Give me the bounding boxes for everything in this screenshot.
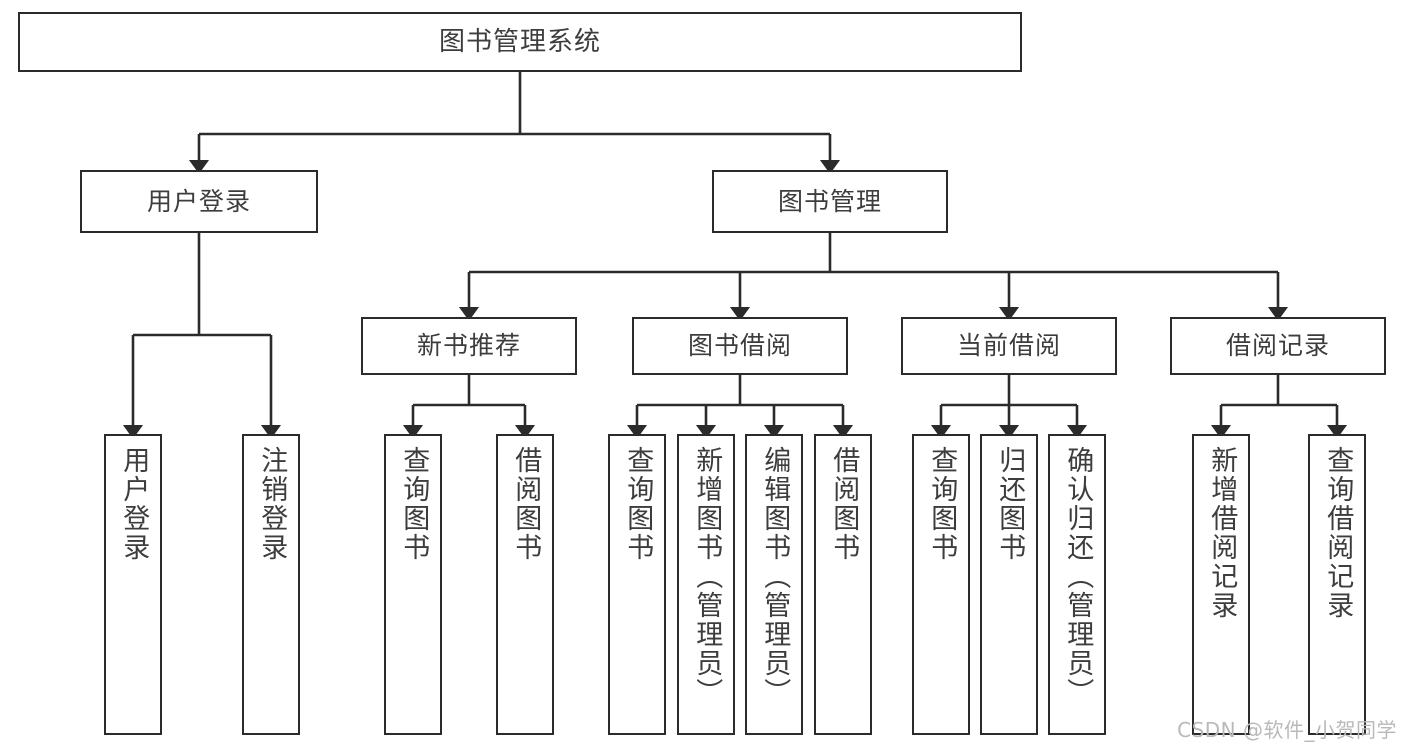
node-book-management[interactable]: 图书管理 (712, 170, 948, 233)
node-book-borrow[interactable]: 图书借阅 (632, 317, 848, 375)
node-label: 图书管理系统 (438, 26, 601, 57)
node-label: 注销登录 (256, 446, 288, 562)
leaf-new-book-borrow[interactable]: 借阅图书 (496, 434, 554, 735)
node-label: 当前借阅 (956, 331, 1061, 361)
node-label: 新增借阅记录 (1206, 446, 1238, 620)
node-label: 新增图书（管理员） (691, 446, 723, 707)
leaf-current-borrow-return[interactable]: 归还图书 (980, 434, 1038, 735)
node-label: 确认归还（管理员） (1062, 446, 1094, 707)
node-label: 图书借阅 (687, 331, 792, 361)
leaf-new-book-query[interactable]: 查询图书 (384, 434, 442, 735)
leaf-borrow-record-add[interactable]: 新增借阅记录 (1192, 434, 1250, 735)
node-label: 借阅图书 (828, 446, 860, 562)
csdn-watermark: CSDN @软件_小贺同学 (1177, 718, 1397, 742)
leaf-current-borrow-confirm-admin[interactable]: 确认归还（管理员） (1048, 434, 1106, 735)
node-label: 编辑图书（管理员） (759, 446, 791, 707)
leaf-user-login-login[interactable]: 用户登录 (104, 434, 162, 735)
node-label: 查询借阅记录 (1322, 446, 1354, 620)
node-root-system[interactable]: 图书管理系统 (18, 12, 1022, 72)
node-label: 用户登录 (146, 186, 251, 216)
leaf-book-borrow-add-admin[interactable]: 新增图书（管理员） (677, 434, 735, 735)
leaf-book-borrow-borrow[interactable]: 借阅图书 (814, 434, 872, 735)
node-user-login[interactable]: 用户登录 (80, 170, 318, 233)
leaf-borrow-record-query[interactable]: 查询借阅记录 (1308, 434, 1366, 735)
node-current-borrow[interactable]: 当前借阅 (901, 317, 1117, 375)
node-borrow-record[interactable]: 借阅记录 (1170, 317, 1386, 375)
node-label: 查询图书 (398, 446, 430, 562)
leaf-book-borrow-edit-admin[interactable]: 编辑图书（管理员） (745, 434, 803, 735)
node-label: 借阅记录 (1225, 331, 1330, 361)
node-label: 借阅图书 (510, 446, 542, 562)
node-label: 查询图书 (926, 446, 958, 562)
node-label: 归还图书 (994, 446, 1026, 562)
node-label: 图书管理 (777, 186, 882, 216)
node-new-book-recommend[interactable]: 新书推荐 (361, 317, 577, 375)
leaf-book-borrow-query[interactable]: 查询图书 (608, 434, 666, 735)
node-label: 用户登录 (118, 446, 150, 562)
node-label: 查询图书 (622, 446, 654, 562)
leaf-current-borrow-query[interactable]: 查询图书 (912, 434, 970, 735)
leaf-user-login-logout[interactable]: 注销登录 (242, 434, 300, 735)
node-label: 新书推荐 (416, 331, 521, 361)
